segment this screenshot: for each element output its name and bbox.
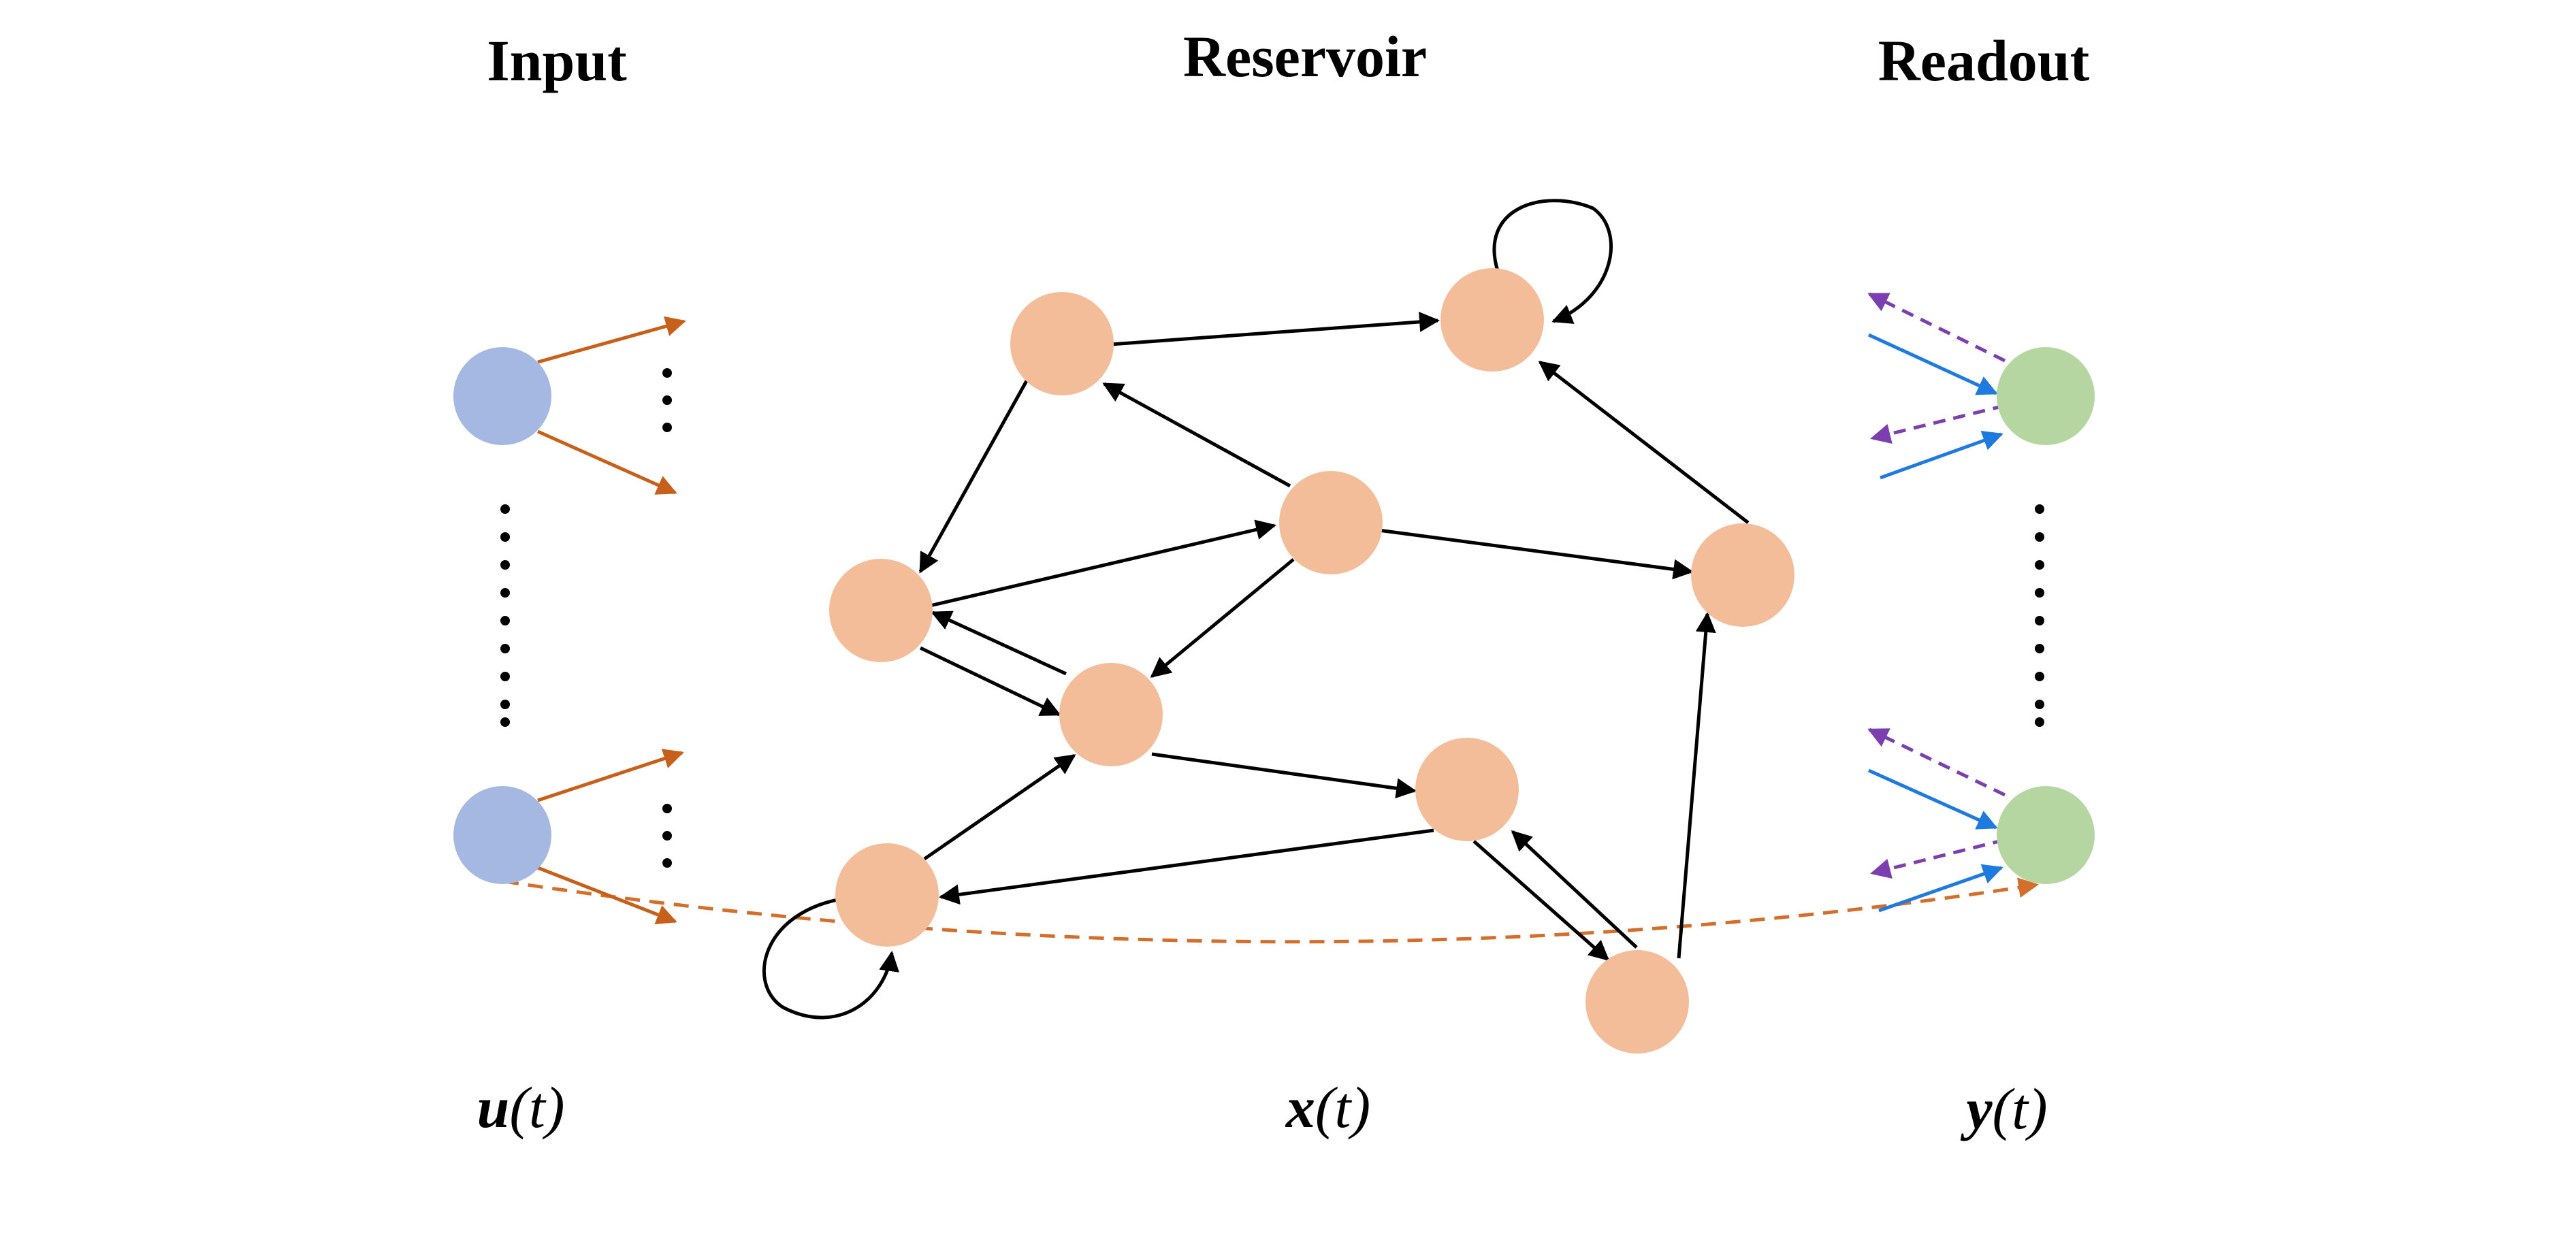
reservoir-nodes — [829, 268, 1794, 1054]
reservoir-edge — [1472, 840, 1610, 961]
input-variable-label: u(t) — [477, 1075, 564, 1140]
reservoir-edge — [931, 610, 1067, 676]
input-nodes — [453, 347, 551, 884]
feedback-arrow — [1870, 404, 2006, 444]
input-arrow-ellipsis — [662, 368, 672, 868]
reservoir-title: Reservoir — [1183, 24, 1427, 89]
reservoir-edge — [1538, 361, 1750, 524]
reservoir-node — [1585, 950, 1689, 1054]
readout-input-arrow — [1880, 431, 2003, 480]
reservoir-edge — [1110, 312, 1440, 346]
readout-input-arrow — [1867, 768, 1998, 830]
reservoir-edge — [918, 377, 1030, 574]
reservoir-edge — [1151, 752, 1417, 799]
readout-input-arrow — [1878, 864, 2003, 913]
readout-node — [1997, 786, 2095, 884]
input-title: Input — [487, 28, 627, 93]
reservoir-node — [1059, 663, 1163, 766]
readout-node-ellipsis — [2035, 504, 2044, 727]
feedback-arrow — [1867, 292, 2006, 363]
input-variable-arg: (t) — [509, 1075, 564, 1140]
reservoir-edge — [1511, 830, 1638, 949]
reservoir-self-loop — [1492, 199, 1613, 324]
reservoir-node — [829, 559, 933, 662]
reservoir-edge — [1150, 558, 1295, 678]
input-arrow — [537, 866, 677, 925]
input-node — [453, 347, 551, 445]
reservoir-node — [1440, 268, 1544, 372]
readout-input-arrow — [1867, 333, 1998, 395]
reservoir-edge — [939, 828, 1434, 905]
input-connections — [536, 316, 686, 925]
input-arrow — [537, 316, 686, 364]
input-node — [453, 786, 551, 884]
reservoir-edge — [1102, 382, 1291, 488]
skip-connection — [503, 877, 2039, 944]
reservoir-node — [1691, 523, 1794, 627]
reservoir-node — [835, 843, 939, 947]
readout-connections — [1867, 333, 2003, 913]
readout-variable-symbol: y — [1960, 1076, 1993, 1141]
feedback-arrow — [1867, 728, 2006, 797]
input-node-ellipsis — [500, 504, 510, 727]
reservoir-edges — [762, 199, 1750, 1020]
feedback-connections — [1867, 292, 2006, 879]
readout-variable-arg: (t) — [1993, 1076, 2048, 1141]
reservoir-edge — [923, 753, 1076, 861]
readout-nodes — [1997, 347, 2095, 884]
reservoir-variable-label: x(t) — [1285, 1075, 1370, 1140]
input-arrow — [536, 429, 677, 495]
readout-title: Readout — [1878, 28, 2090, 93]
readout-node — [1997, 347, 2095, 445]
reservoir-edge — [919, 646, 1061, 717]
reservoir-variable-arg: (t) — [1315, 1075, 1370, 1140]
reservoir-edge — [929, 519, 1276, 608]
readout-variable-label: y(t) — [1960, 1076, 2047, 1141]
reservoir-node — [1279, 471, 1383, 574]
reservoir-node — [1415, 738, 1519, 841]
reservoir-node — [1010, 292, 1114, 395]
reservoir-variable-symbol: x — [1285, 1075, 1315, 1140]
input-arrow — [537, 749, 684, 802]
reservoir-edge — [1677, 612, 1716, 959]
feedback-arrow — [1870, 838, 2006, 879]
input-variable-symbol: u — [477, 1075, 509, 1140]
reservoir-self-loop — [762, 895, 900, 1020]
